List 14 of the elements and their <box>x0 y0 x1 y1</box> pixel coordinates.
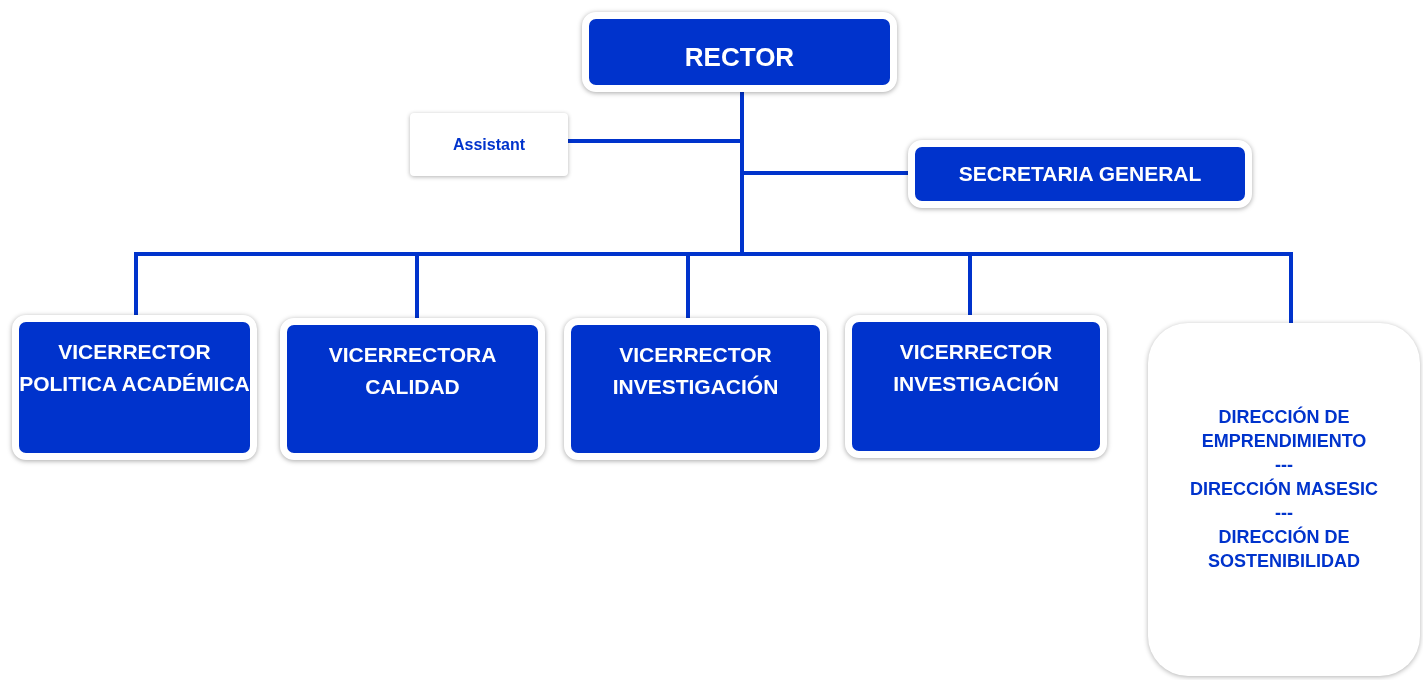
position-title: VICERRECTOR POLITICA ACADÉMICA <box>19 339 250 397</box>
position-title: VICERRECTOR INVESTIGACIÓN <box>611 342 780 400</box>
position-title: DIRECCIÓN DE SOSTENIBILIDAD <box>1207 525 1361 573</box>
position-title: VICERRECTOR INVESTIGACIÓN <box>892 339 1060 397</box>
separator-text: --- <box>1275 502 1293 525</box>
position-title: DIRECCIÓN MASESIC <box>1190 477 1378 501</box>
position-title: RECTOR <box>684 41 795 73</box>
org-card <box>1148 323 1420 676</box>
position-title: VICERRECTORA CALIDAD <box>327 342 498 400</box>
position-title: SECRETARIA GENERAL <box>958 161 1202 187</box>
separator-text: --- <box>1275 454 1293 477</box>
position-title: DIRECCIÓN DE EMPRENDIMIENTO <box>1200 405 1368 453</box>
org-box <box>410 113 568 176</box>
position-title: Assistant <box>453 135 525 154</box>
